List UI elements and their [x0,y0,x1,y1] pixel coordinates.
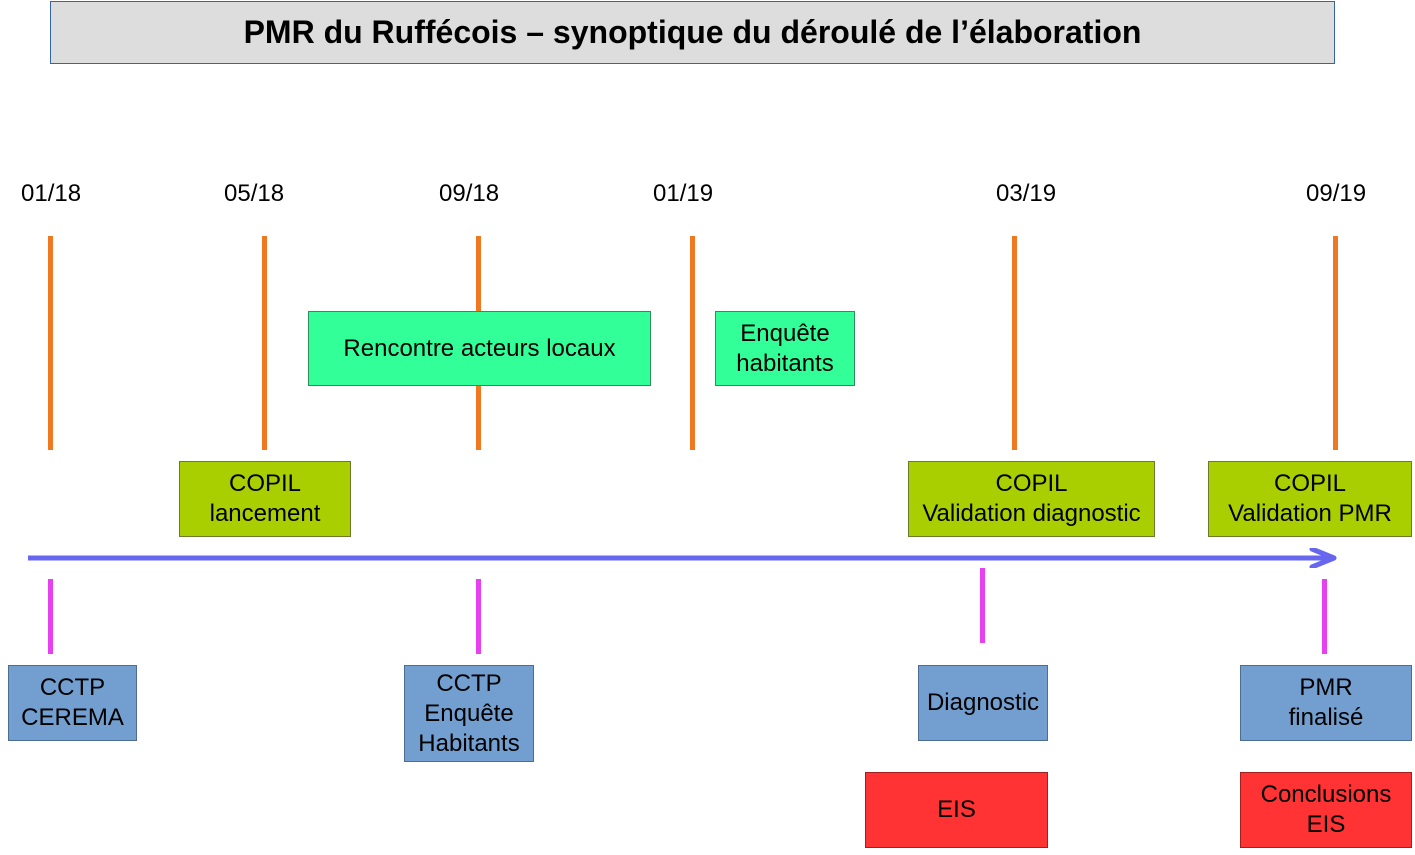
deliverable-line-cerema [48,579,53,654]
cctp-enquete-line2: Enquête [424,699,514,727]
conclusions-eis-line2: EIS [1306,811,1346,838]
copil-pmr-line2: Validation PMR [1228,500,1392,527]
cctp-enquete-line3: Habitants [418,729,520,757]
copil-diagnostic-line1: COPIL [995,470,1068,497]
milestone-line-0118 [48,236,53,450]
eis-box: EIS [865,772,1048,848]
copil-pmr-box: COPIL Validation PMR [1208,461,1412,537]
deliverable-line-pmr [1322,579,1327,654]
enquete-habitants-box: Enquête habitants [715,311,855,386]
pmr-finalise-box: PMR finalisé [1240,665,1412,741]
timeline-arrow [28,548,1337,568]
copil-lancement-box: COPIL lancement [179,461,351,537]
milestone-line-0319 [1012,236,1017,450]
enquete-label-line2: habitants [736,349,834,377]
milestone-line-0119 [690,236,695,450]
date-label-0518: 05/18 [224,180,285,207]
timeline-arrowhead [1309,548,1337,568]
pmr-finalise-line1: PMR [1299,674,1353,701]
date-label-0118: 01/18 [21,180,82,207]
date-label-0918: 09/18 [439,180,500,207]
enquete-label-line1: Enquête [740,319,830,347]
milestone-line-0518 [262,236,267,450]
copil-pmr-line1: COPIL [1273,470,1347,497]
milestone-line-0919 [1333,236,1338,450]
rencontre-acteurs-box: Rencontre acteurs locaux [308,311,651,386]
cctp-enquete-box: CCTP Enquête Habitants [404,665,534,762]
conclusions-eis-line1: Conclusions [1260,781,1392,808]
date-label-0919: 09/19 [1306,180,1367,207]
title-text: PMR du Ruffécois – synoptique du déroulé… [243,14,1142,50]
date-label-0119: 01/19 [653,180,714,207]
cctp-enquete-line1: CCTP [436,669,502,697]
pmr-finalise-line2: finalisé [1288,704,1364,731]
conclusions-eis-box: Conclusions EIS [1240,772,1412,848]
rencontre-acteurs-label: Rencontre acteurs locaux [343,334,616,362]
copil-lancement-line2: lancement [209,500,321,527]
deliverable-line-enquete [476,579,481,654]
diagnostic-box: Diagnostic [918,665,1048,741]
deliverable-line-diagnostic [980,568,985,643]
copil-diagnostic-box: COPIL Validation diagnostic [908,461,1155,537]
cctp-cerema-line2: CEREMA [21,704,124,731]
cctp-cerema-line1: CCTP [39,674,106,701]
copil-diagnostic-line2: Validation diagnostic [922,500,1141,527]
diagram-title: PMR du Ruffécois – synoptique du déroulé… [50,1,1335,64]
diagnostic-label: Diagnostic [926,689,1040,716]
copil-lancement-line1: COPIL [228,470,302,497]
date-label-0319: 03/19 [996,180,1057,207]
eis-label: EIS [937,796,976,823]
cctp-cerema-box: CCTP CEREMA [8,665,137,741]
